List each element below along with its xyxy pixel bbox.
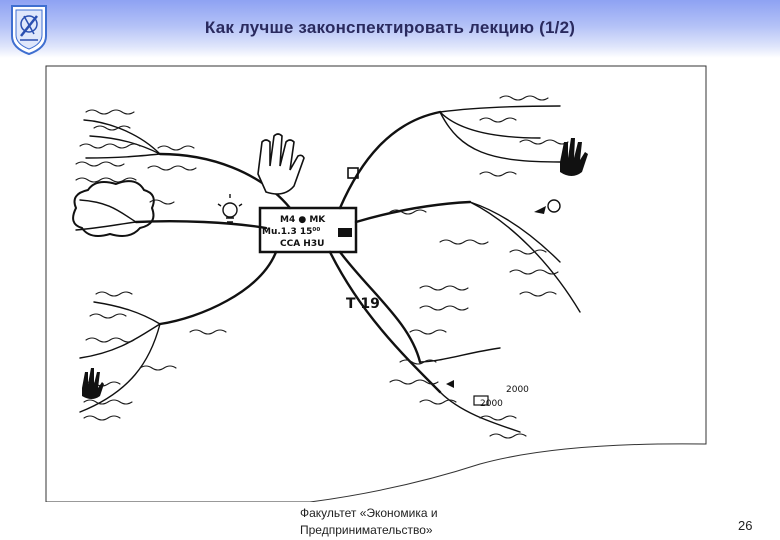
note-1: 2000 <box>506 385 529 395</box>
note-2: 2000 <box>480 399 503 409</box>
center-text-3: CCA H3U <box>280 239 324 249</box>
page-number: 26 <box>738 518 752 533</box>
footer-faculty: Факультет «Экономика и Предпринимательст… <box>300 505 500 539</box>
center-text-2: Mu.1.3 15⁰⁰ <box>262 227 320 237</box>
side-label: T 19 <box>346 296 380 312</box>
center-text-1: M4 ● MK <box>280 215 326 225</box>
slide-header: Как лучше законспектировать лекцию (1/2) <box>0 0 780 58</box>
mind-map-sketch: M4 ● MK Mu.1.3 15⁰⁰ CCA H3U <box>40 62 720 502</box>
university-logo-icon <box>4 2 54 56</box>
footer-line-1: Факультет «Экономика и <box>300 505 500 522</box>
slide-title: Как лучше законспектировать лекцию (1/2) <box>60 18 720 38</box>
footer-line-2: Предпринимательство» <box>300 522 500 539</box>
